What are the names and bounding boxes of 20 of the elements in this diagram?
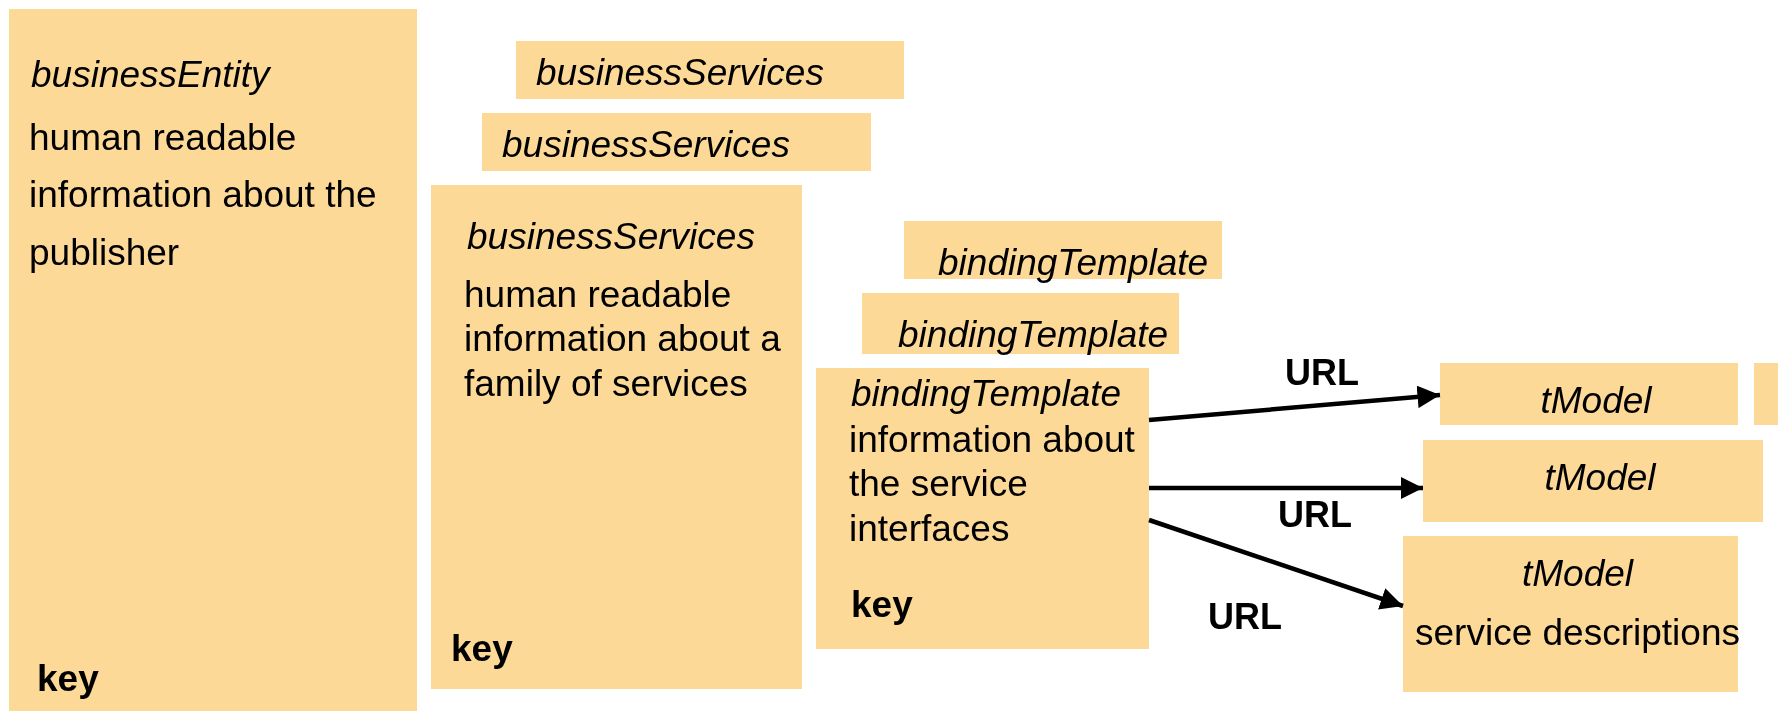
heading: businessEntity <box>31 53 272 97</box>
description: information about the service interfaces <box>849 418 1136 551</box>
key-label: key <box>37 657 100 701</box>
key-label: key <box>851 583 914 627</box>
description: human readable information about a family of services <box>464 273 782 406</box>
heading: tModel <box>1543 456 1658 500</box>
description: service descriptions <box>1414 611 1741 655</box>
key-label: key <box>451 627 514 671</box>
heading: bindingTemplate <box>898 313 1170 357</box>
heading: businessServices <box>536 51 825 95</box>
arrow <box>1148 517 1404 610</box>
arrow <box>1149 476 1423 500</box>
description: human readable information about the publisher <box>29 116 378 275</box>
arrow <box>1148 385 1441 423</box>
heading: businessServices <box>502 123 791 167</box>
heading: businessServices <box>467 215 756 259</box>
heading: tModel <box>1539 379 1654 423</box>
heading: bindingTemplate <box>938 241 1210 285</box>
heading: tModel <box>1520 552 1635 596</box>
heading: bindingTemplate <box>851 372 1123 416</box>
